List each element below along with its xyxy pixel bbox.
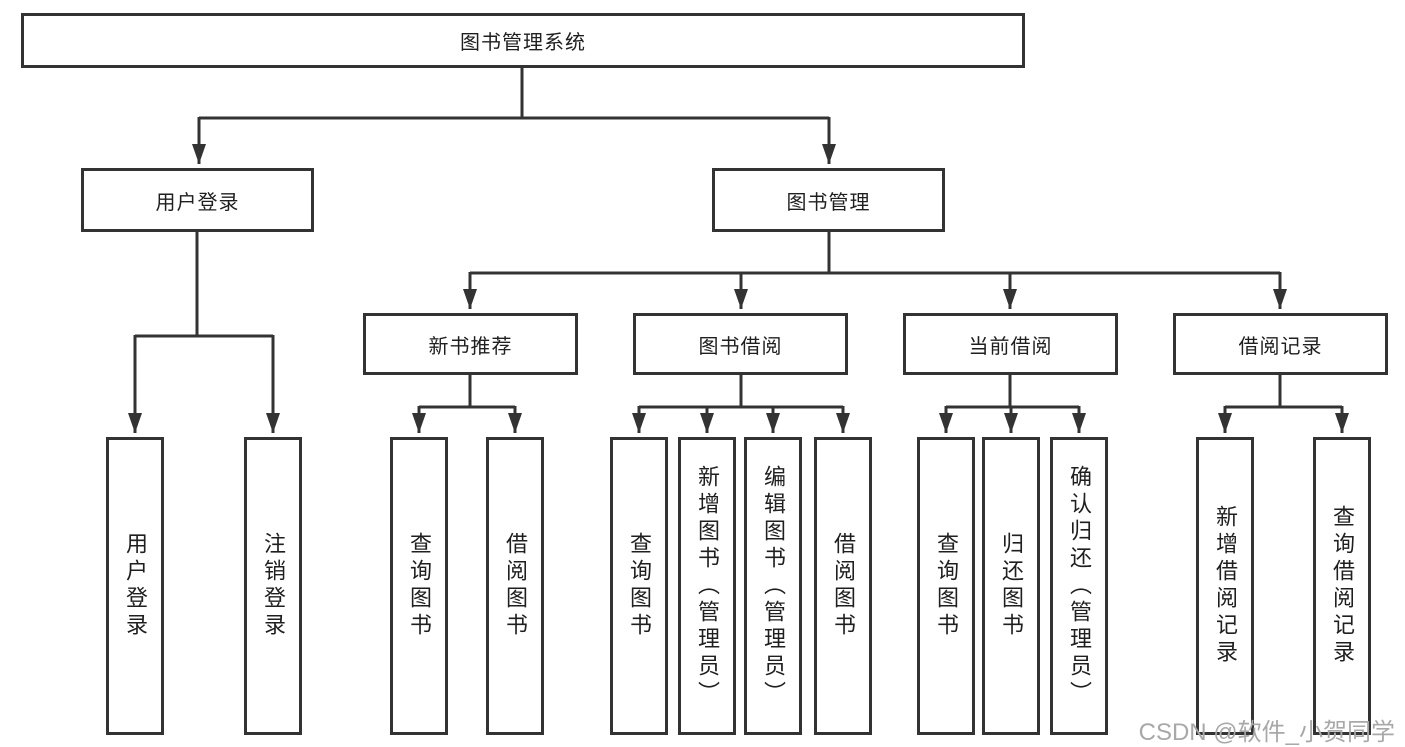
node-new-book-recommend: 新书推荐 <box>363 313 578 375</box>
leaf-recommend-query-books-label: 查询图书 <box>407 532 432 640</box>
node-book-borrow: 图书借阅 <box>633 313 848 375</box>
leaf-recommend-borrow-books: 借阅图书 <box>486 437 544 735</box>
node-book-management-label: 图书管理 <box>786 191 871 214</box>
leaf-confirm-return-admin-label: 确认归还（管理员） <box>1067 464 1092 708</box>
leaf-borrow-books-label: 借阅图书 <box>831 532 856 640</box>
node-current-borrow: 当前借阅 <box>903 313 1118 375</box>
node-borrow-records: 借阅记录 <box>1173 313 1388 375</box>
node-user-login: 用户登录 <box>81 168 314 232</box>
leaf-query-borrow-record-label: 查询借阅记录 <box>1330 505 1355 667</box>
node-current-borrow-label: 当前借阅 <box>968 335 1053 358</box>
node-root-label: 图书管理系统 <box>460 32 586 54</box>
node-new-book-recommend-label: 新书推荐 <box>428 335 513 358</box>
leaf-current-query-books: 查询图书 <box>917 437 975 735</box>
leaf-edit-books-admin-label: 编辑图书（管理员） <box>761 464 786 708</box>
leaf-add-borrow-record: 新增借阅记录 <box>1196 437 1254 735</box>
leaf-confirm-return-admin: 确认归还（管理员） <box>1050 437 1108 735</box>
leaf-recommend-query-books: 查询图书 <box>390 437 448 735</box>
leaf-logout: 注销登录 <box>244 437 302 735</box>
leaf-borrow-books: 借阅图书 <box>814 437 872 735</box>
leaf-return-books-label: 归还图书 <box>999 532 1024 640</box>
leaf-return-books: 归还图书 <box>982 437 1040 735</box>
leaf-add-books-admin: 新增图书（管理员） <box>678 437 736 735</box>
leaf-user-login: 用户登录 <box>106 437 164 735</box>
leaf-user-login-label: 用户登录 <box>123 532 148 640</box>
leaf-query-borrow-record: 查询借阅记录 <box>1313 437 1371 735</box>
node-borrow-records-label: 借阅记录 <box>1238 335 1323 358</box>
node-root: 图书管理系统 <box>21 13 1025 68</box>
leaf-add-borrow-record-label: 新增借阅记录 <box>1213 505 1238 667</box>
leaf-edit-books-admin: 编辑图书（管理员） <box>744 437 802 735</box>
leaf-logout-label: 注销登录 <box>261 532 286 640</box>
node-book-management: 图书管理 <box>712 168 945 232</box>
csdn-watermark: CSDN @软件_小贺同学 <box>1138 719 1395 746</box>
leaf-recommend-borrow-books-label: 借阅图书 <box>503 532 528 640</box>
leaf-add-books-admin-label: 新增图书（管理员） <box>695 464 720 708</box>
leaf-borrow-query-books: 查询图书 <box>610 437 668 735</box>
node-user-login-label: 用户登录 <box>155 191 240 214</box>
node-book-borrow-label: 图书借阅 <box>698 335 783 358</box>
leaf-current-query-books-label: 查询图书 <box>934 532 959 640</box>
leaf-borrow-query-books-label: 查询图书 <box>627 532 652 640</box>
